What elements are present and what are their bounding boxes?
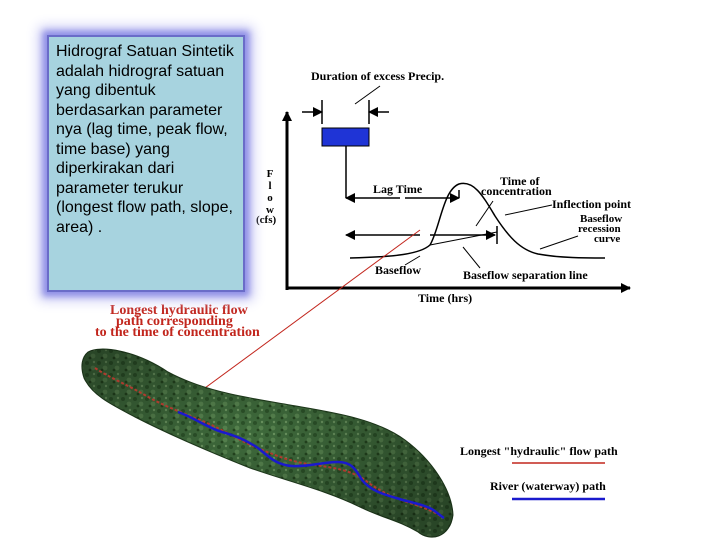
baseflow-recession-label: curve: [594, 233, 620, 245]
baseflow-separation-line: [429, 231, 498, 246]
baseflow-leader: [404, 255, 421, 266]
inflection-point-label: Inflection point: [552, 197, 631, 211]
y-axis-unit: (cfs): [256, 214, 276, 226]
callout-text: Hidrograf Satuan Sintetik adalah hidrogr…: [56, 43, 234, 236]
watershed-title: path corresponding: [116, 314, 233, 329]
baseflow-recession-label: Baseflow: [580, 213, 622, 225]
duration-label: Duration of excess Precip.: [311, 69, 444, 83]
lag-time-label: Lag Time: [373, 182, 423, 196]
baseflow-recession-leader: [539, 235, 579, 250]
baseflow-separation-leader: [462, 246, 481, 269]
toc-leader: [475, 200, 494, 227]
callout-box: Hidrograf Satuan Sintetik adalah hidrogr…: [47, 35, 245, 292]
y-axis-letter: w: [266, 204, 274, 216]
y-axis-letter: F: [267, 168, 274, 180]
y-axis-letter: l: [268, 180, 271, 192]
baseflow-separation-label: Baseflow separation line: [463, 268, 588, 282]
watershed-title: Longest hydraulic flow: [110, 303, 249, 318]
x-axis-label: Time (hrs): [418, 291, 472, 305]
baseflow-recession-label: recession: [578, 223, 621, 235]
inflection-point-leader: [504, 204, 553, 216]
y-axis-letter: o: [267, 192, 273, 204]
duration-leader: [354, 85, 381, 105]
legend-hydraulic-path-label: Longest "hydraulic" flow path: [460, 444, 618, 458]
hydrograph-curve: [349, 182, 606, 259]
legend-river-path-label: River (waterway) path: [490, 479, 606, 493]
toc-label: concentration: [481, 184, 552, 198]
toc-to-watershed-connector: [174, 229, 421, 411]
baseflow-label: Baseflow: [375, 263, 421, 277]
watershed-title: to the time of concentration: [95, 325, 260, 340]
river-path: [177, 410, 445, 520]
excess-precipitation-bar: [321, 127, 370, 147]
toc-label: Time of: [500, 174, 540, 188]
watershed-shading: [81, 349, 454, 538]
